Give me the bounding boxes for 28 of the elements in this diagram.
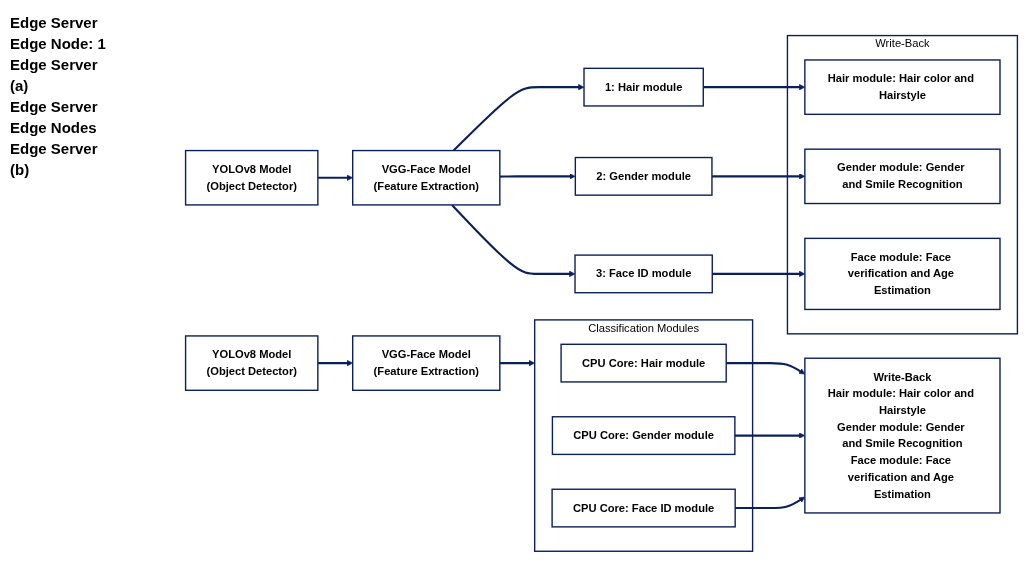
node-box: YOLOv8 Model (Object Detector) — [184, 334, 319, 391]
node-box: VGG-Face Model (Feature Extraction) — [352, 149, 501, 206]
node-box: Gender module: Gender and Smile Recognition — [804, 148, 1001, 204]
arrow — [499, 359, 535, 366]
arrow — [452, 83, 585, 151]
heading-label: Edge Node: 1 — [10, 35, 107, 52]
node-box: VGG-Face Model (Feature Extraction) — [352, 334, 501, 391]
node-box: Hair module: Hair color and Hairstyle — [804, 58, 1001, 115]
node-box: YOLOv8 Model (Object Detector) — [184, 149, 319, 206]
node-box: CPU Core: Face ID module — [551, 488, 736, 528]
heading-label: (a) — [10, 77, 30, 94]
heading-label: (b) — [10, 161, 31, 178]
arrow — [451, 203, 576, 277]
arrow — [499, 172, 576, 179]
node-box: CPU Core: Hair module — [560, 343, 727, 383]
node-box: Face module: Face verification and Age Estimation — [804, 237, 1001, 310]
node-box: Write-Back Hair module: Hair color and Hairstyle Gender module: Gender and Smile Recognition Face module: Face verification and Age Estimation — [804, 357, 1001, 514]
heading-label: Edge Server — [10, 98, 99, 115]
node-box: 3: Face ID module — [574, 253, 713, 293]
node-box: 2: Gender module — [574, 156, 713, 196]
heading-label: Edge Server — [10, 56, 99, 73]
heading-label: Edge Server — [10, 140, 99, 157]
arrow — [317, 359, 353, 366]
heading-label: Edge Server — [10, 14, 99, 31]
node-box: CPU Core: Gender module — [551, 415, 736, 455]
node-box: 1: Hair module — [583, 67, 704, 107]
heading-label: Edge Nodes — [10, 119, 98, 136]
arrow — [317, 174, 353, 181]
